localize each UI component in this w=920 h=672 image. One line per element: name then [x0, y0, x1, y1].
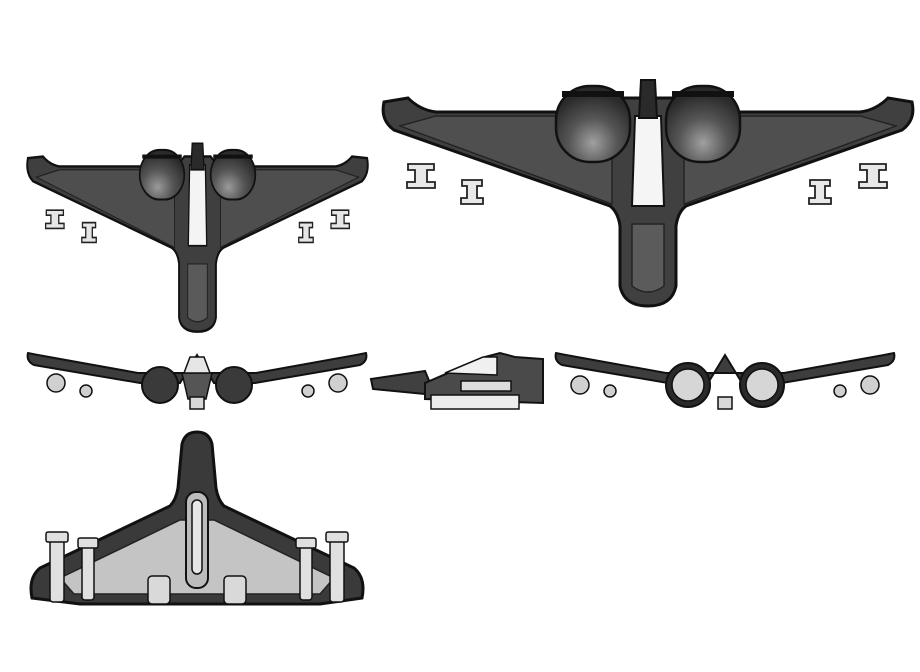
top-view-large-drawing	[381, 79, 915, 308]
engine-left	[141, 366, 179, 404]
fuselage	[181, 372, 213, 400]
engine-pods	[554, 84, 742, 164]
bottom-view	[20, 428, 375, 616]
stores	[46, 373, 348, 398]
wings	[554, 351, 896, 384]
canopy	[630, 79, 666, 207]
stores	[570, 375, 880, 398]
top-view-large	[378, 76, 918, 312]
nozzle-left-inner	[671, 368, 705, 402]
front-view-drawing	[26, 351, 368, 410]
nose-gear	[189, 396, 205, 410]
underwing-stores	[44, 209, 351, 244]
rear-view	[550, 343, 900, 418]
canopy-profile	[444, 356, 498, 376]
side-view-drawing	[369, 351, 544, 410]
rear-view-drawing	[554, 351, 896, 410]
nozzle-right-inner	[745, 368, 779, 402]
canopy	[187, 142, 208, 247]
top-view-small-drawing	[26, 142, 369, 333]
engine-pods	[138, 148, 257, 201]
tail-gear	[717, 396, 733, 410]
bottom-view-drawing	[29, 430, 365, 606]
side-view	[365, 343, 550, 418]
underwing-stores	[45, 531, 349, 603]
store-pylon	[460, 380, 512, 392]
top-view-small	[20, 140, 375, 335]
landing-gear	[147, 575, 247, 605]
front-view	[20, 343, 375, 418]
underwing-stores	[406, 163, 888, 205]
lower-fairing	[430, 394, 520, 410]
canopy	[182, 356, 212, 374]
keel-bay-inner	[191, 499, 203, 575]
engine-right	[215, 366, 253, 404]
